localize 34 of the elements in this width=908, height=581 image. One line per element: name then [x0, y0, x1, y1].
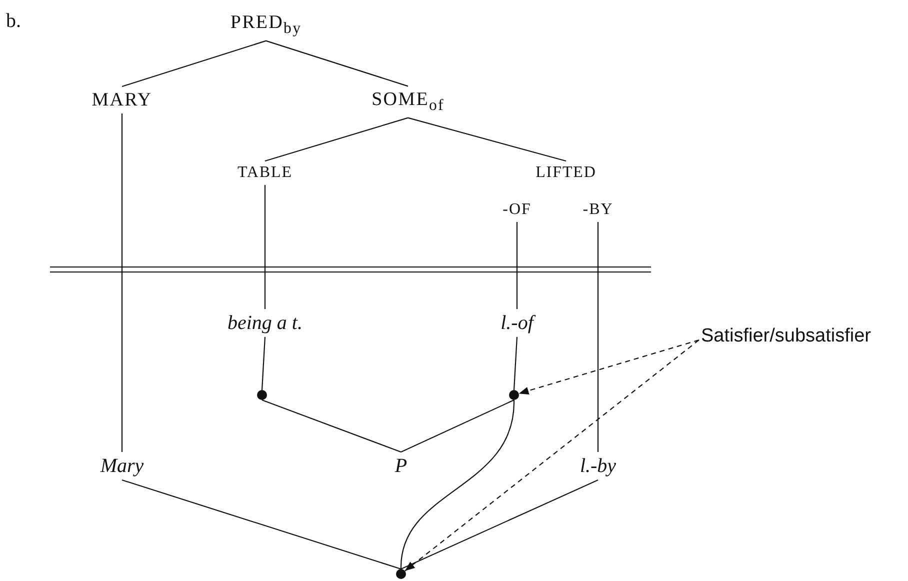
tree-line	[261, 336, 266, 390]
node-label: P	[392, 452, 410, 480]
tree-line	[408, 117, 566, 162]
node-label: -OF	[500, 198, 534, 222]
node-dot	[509, 390, 519, 400]
tree-line	[122, 479, 402, 570]
tree-line	[516, 222, 518, 309]
node-dot	[257, 390, 267, 400]
node-label: Mary	[98, 452, 146, 480]
node-label: MARY	[90, 86, 154, 114]
tree-line	[266, 40, 408, 87]
tree-line	[400, 400, 514, 452]
tree-line	[264, 185, 266, 309]
node-label: being a t.	[226, 309, 304, 337]
node-label: l.-by	[578, 452, 618, 480]
node-label: TABLE	[235, 161, 295, 185]
tree-line	[264, 117, 408, 162]
tree-line	[262, 399, 402, 453]
node-dot	[396, 569, 406, 579]
curved-line	[400, 400, 515, 570]
tree-line	[400, 480, 598, 570]
node-label: l.-of	[498, 309, 536, 337]
node-label: -BY	[580, 198, 616, 222]
annotation-text: Satisfier/subsatisfier	[699, 322, 873, 350]
dashed-arrow	[404, 340, 700, 572]
tree-line	[597, 222, 599, 452]
tree-line	[122, 40, 266, 88]
node-label: SOME$_{of}$	[370, 86, 446, 118]
tree-line	[121, 114, 123, 452]
example-label: b.	[6, 10, 21, 33]
node-label: LIFTED	[534, 161, 598, 185]
node-label: PRED$_{by}$	[228, 9, 304, 41]
dashed-arrow	[518, 339, 700, 395]
tree-line	[513, 336, 518, 390]
